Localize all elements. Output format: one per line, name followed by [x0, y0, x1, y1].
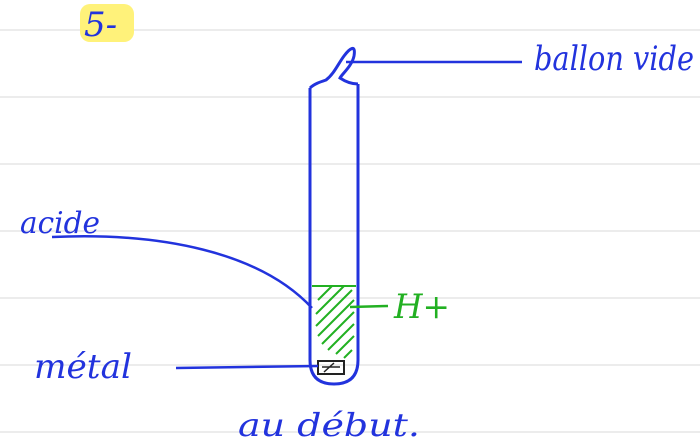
- step-highlight: [80, 4, 134, 42]
- acid-label: acide: [20, 206, 100, 241]
- balloon: [308, 47, 359, 90]
- balloon-label: ballon vide: [534, 39, 694, 79]
- metal-pointer: [175, 364, 319, 370]
- acid-liquid: [312, 285, 356, 359]
- liquid-hatching: [315, 285, 355, 359]
- ion-label: H+: [393, 287, 450, 327]
- test-tube: [308, 84, 360, 386]
- ion-pointer: [349, 304, 389, 309]
- metal-piece: [317, 360, 345, 375]
- metal-block: [317, 360, 345, 375]
- acid-pointer: [51, 235, 313, 309]
- ruled-lines: [0, 29, 700, 433]
- metal-label: métal: [34, 347, 132, 387]
- step-label: 5-: [84, 5, 117, 45]
- caption-label: au début.: [238, 406, 420, 443]
- metal-scribble: [322, 362, 340, 373]
